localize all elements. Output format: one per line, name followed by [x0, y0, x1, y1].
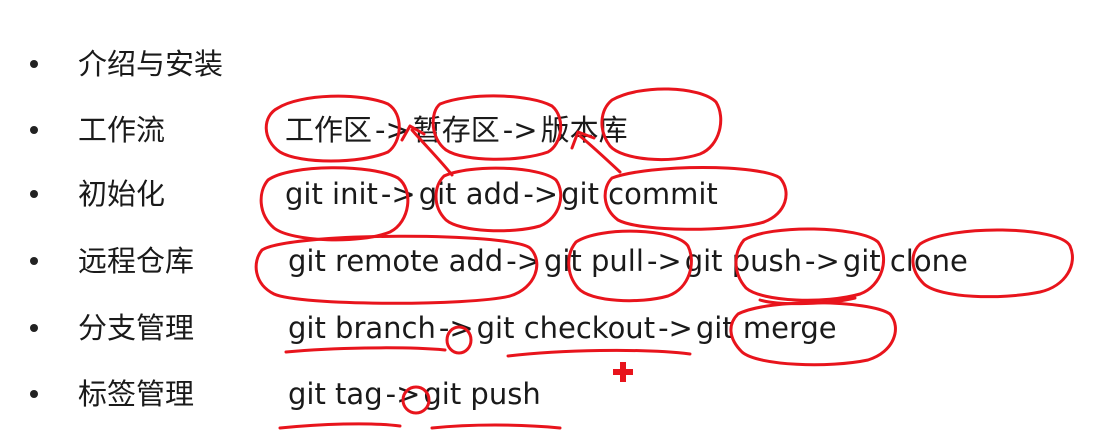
flow-step: git remote add — [288, 244, 504, 278]
list-item: 工作流 工作区->暂存区->版本库 — [0, 112, 1116, 162]
bullet-icon — [30, 190, 38, 198]
list-item: 分支管理 git branch->git checkout->git merge — [0, 310, 1116, 360]
flow-step: 暂存区 — [412, 113, 500, 147]
remote-flow: git remote add->git pull->git push->git … — [288, 243, 968, 279]
arrow-symbol: -> — [385, 377, 421, 411]
arrow-symbol: -> — [380, 177, 416, 211]
bullet-icon — [30, 60, 38, 68]
cross-icon — [613, 369, 633, 375]
init-flow: git init->git add->git commit — [285, 176, 718, 212]
flow-step: git init — [285, 177, 378, 211]
arrow-symbol: -> — [805, 244, 840, 278]
flow-step: 工作区 — [285, 113, 373, 147]
arrow-symbol: -> — [375, 113, 410, 147]
flow-step: 版本库 — [540, 113, 628, 147]
topic-label: 工作流 — [78, 113, 166, 147]
flow-step: git merge — [695, 311, 837, 345]
workflow-flow: 工作区->暂存区->版本库 — [285, 112, 628, 148]
underline-annotation — [758, 296, 857, 306]
arrow-symbol: -> — [502, 113, 538, 147]
list-item: 介绍与安装 — [0, 46, 1116, 96]
flow-step: git branch — [288, 311, 436, 345]
arrow-symbol: -> — [646, 244, 682, 278]
flow-step: git push — [684, 244, 803, 278]
topic-label: 分支管理 — [78, 311, 195, 345]
bullet-icon — [30, 324, 38, 332]
list-item: 远程仓库 git remote add->git pull->git push-… — [0, 243, 1116, 293]
list-item: 初始化 git init->git add->git commit — [0, 176, 1116, 226]
topic-label: 介绍与安装 — [78, 47, 224, 81]
flow-step: git clone — [842, 244, 968, 278]
arrow-symbol: -> — [438, 311, 474, 345]
flow-step: git checkout — [476, 311, 656, 345]
arrow-symbol: -> — [658, 311, 693, 345]
branch-flow: git branch->git checkout->git merge — [288, 310, 837, 346]
flow-step: git pull — [543, 244, 644, 278]
arrow-symbol: -> — [523, 177, 559, 211]
list-item: 标签管理 git tag->git push — [0, 376, 1116, 426]
bullet-icon — [30, 257, 38, 265]
flow-step: git commit — [561, 177, 718, 211]
flow-step: git push — [423, 377, 541, 411]
topic-label: 标签管理 — [78, 377, 195, 411]
flow-step: git tag — [288, 377, 383, 411]
flow-step: git add — [418, 177, 521, 211]
bullet-icon — [30, 126, 38, 134]
bullet-icon — [30, 390, 38, 398]
topic-label: 初始化 — [78, 177, 166, 211]
tag-flow: git tag->git push — [288, 376, 541, 412]
topic-label: 远程仓库 — [78, 244, 195, 278]
arrow-symbol: -> — [506, 244, 541, 278]
